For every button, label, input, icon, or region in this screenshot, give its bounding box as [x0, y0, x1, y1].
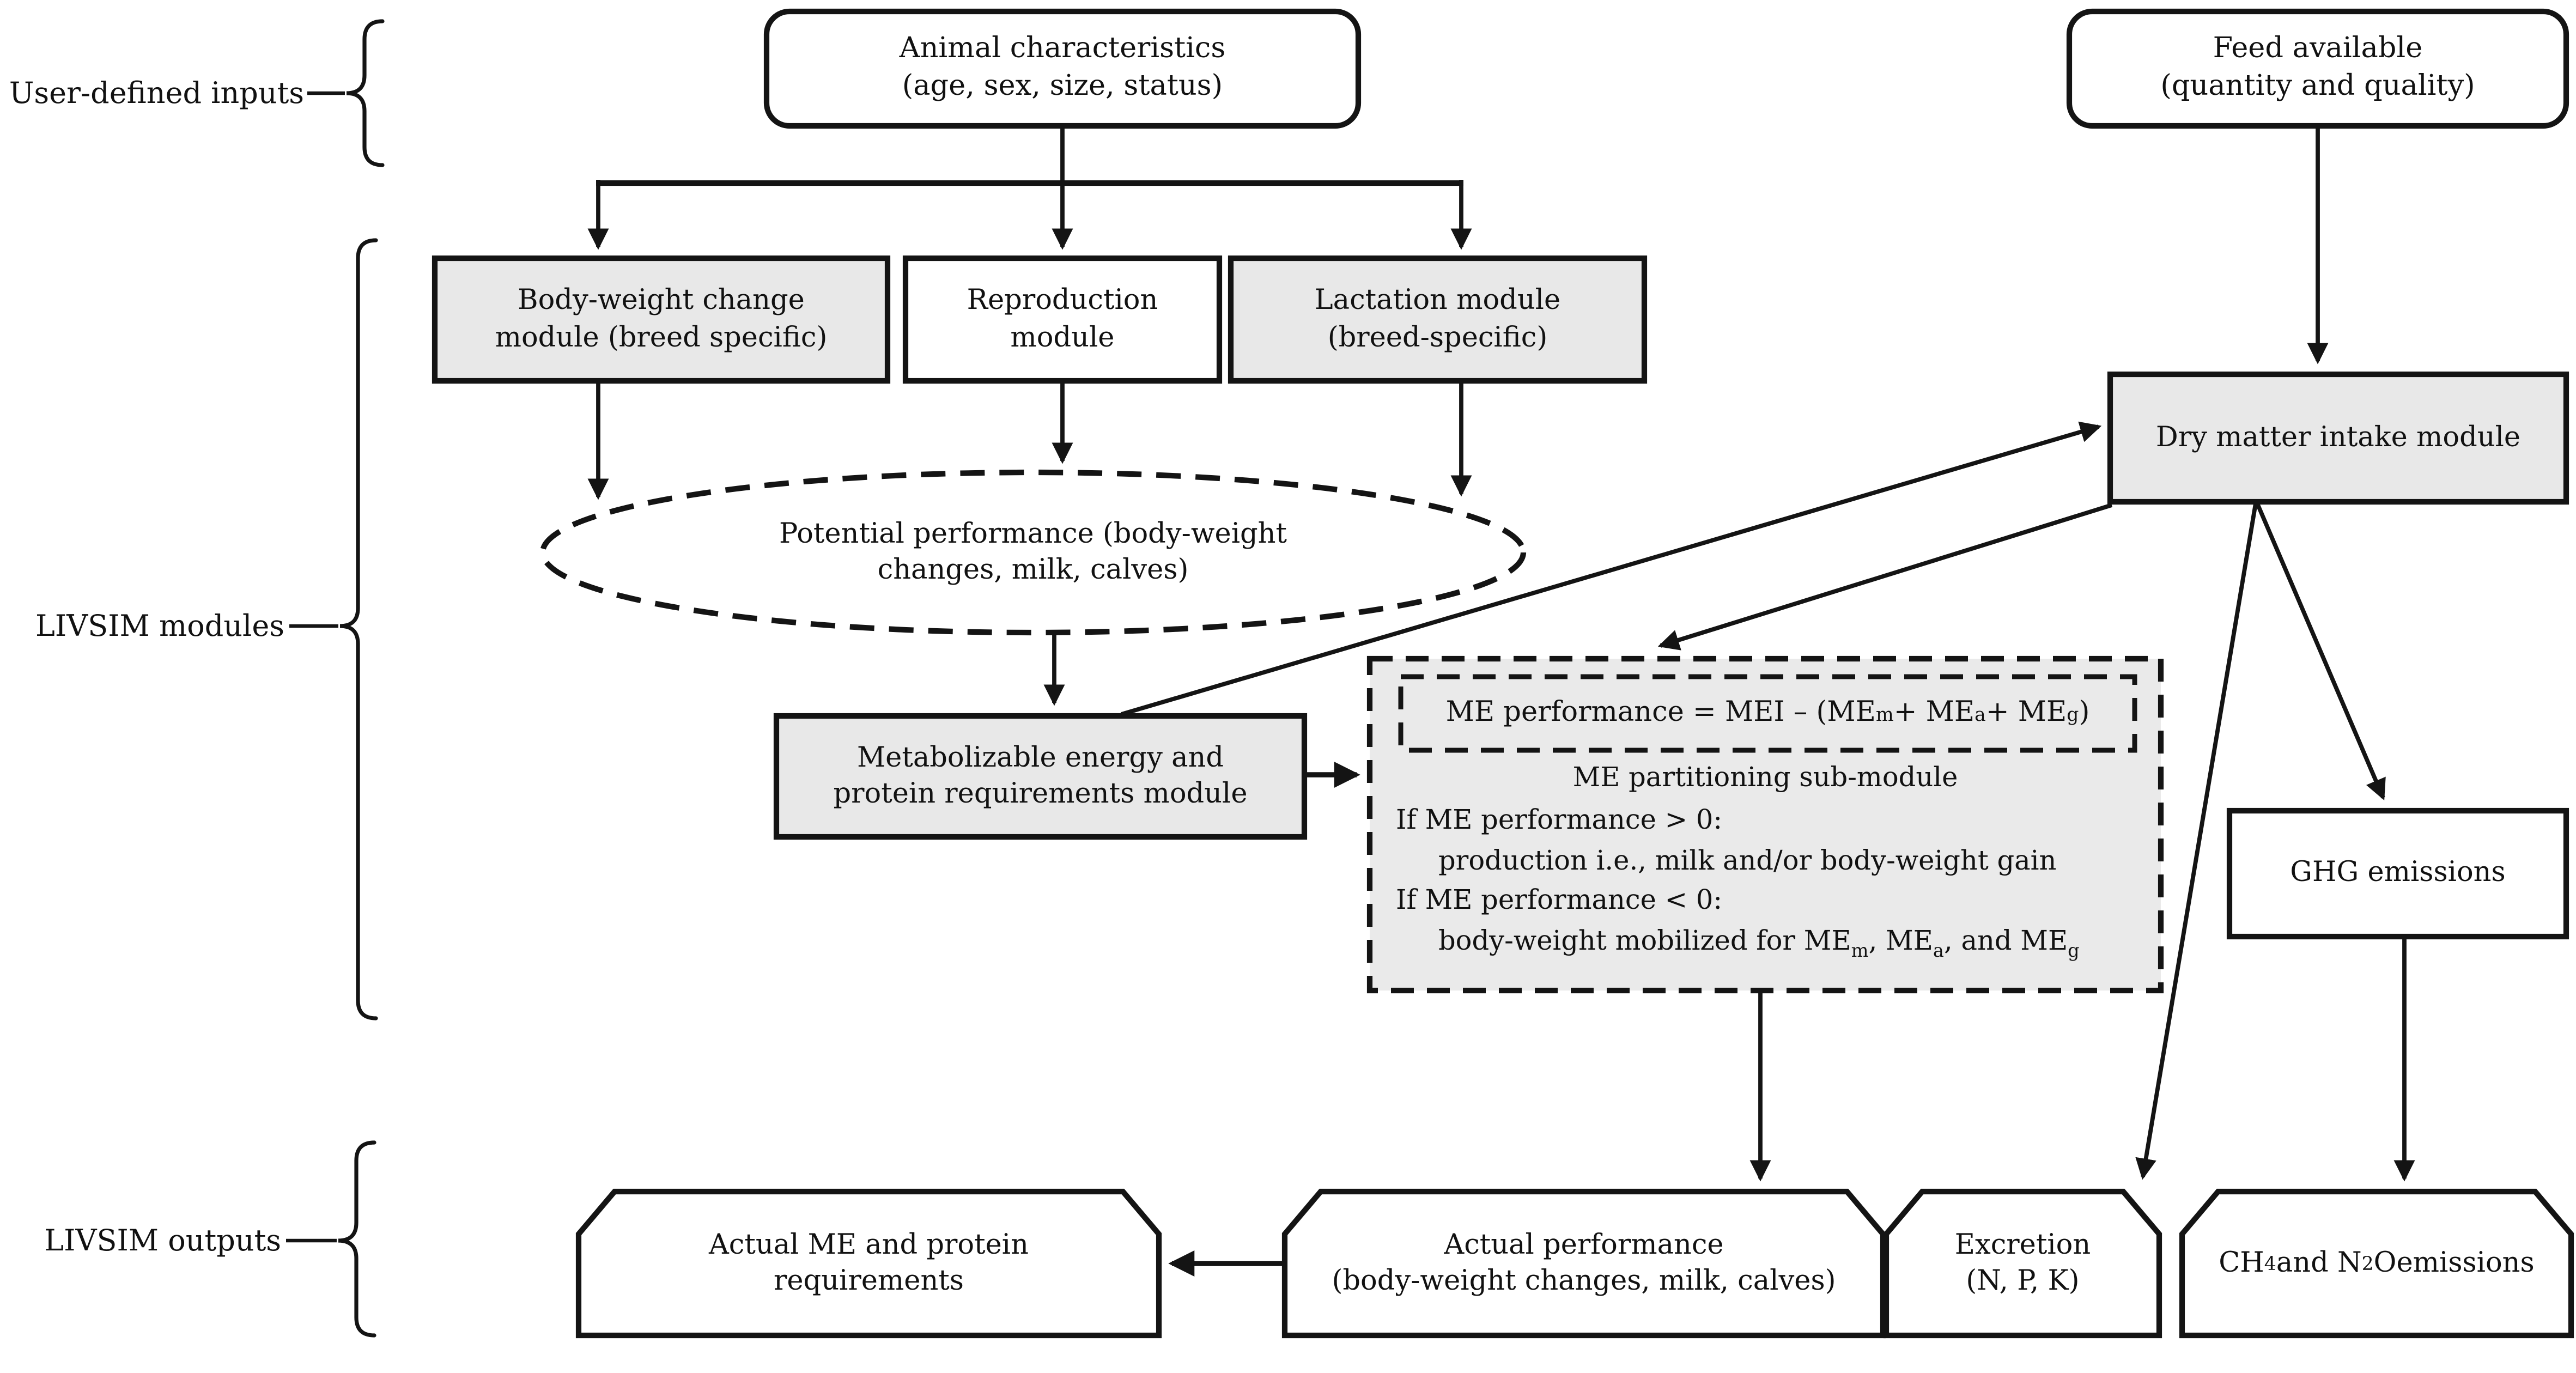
me-partitioning-dashed-shape	[1366, 655, 2164, 994]
dry-matter-intake-shape	[2107, 371, 2569, 505]
me-partitioning-condition-negative: If ME performance < 0:	[1396, 884, 1723, 916]
excretion-output-shape	[1883, 1188, 2162, 1339]
group-braces	[338, 19, 385, 1338]
me-partitioning-production: production i.e., milk and/or body-weight…	[1438, 844, 2057, 876]
group-label-user-inputs: User-defined inputs	[9, 76, 304, 111]
dry-matter-intake-label: Dry matter intake module	[2155, 421, 2521, 454]
actual-me-output-shape	[575, 1188, 1162, 1339]
reproduction-module-shape	[902, 255, 1223, 384]
lactation-module-shape	[1228, 255, 1648, 384]
animal-characteristics-shape	[763, 8, 1362, 129]
metabolizable-energy-shape	[773, 713, 1308, 840]
ghg-emissions-shape	[2226, 807, 2569, 940]
me-partitioning-mobilized: body-weight mobilized for MEm, MEa, and …	[1438, 925, 2080, 962]
node-shapes	[432, 8, 2574, 1339]
edge-me-dmi	[1120, 421, 2102, 716]
edge-dmi-ghg	[2255, 502, 2386, 801]
edge-dmi-partitioning	[1657, 503, 2113, 651]
connector-arrows	[286, 91, 2415, 1277]
actual-performance-output-label: Actual performance (body-weight changes,…	[1332, 1229, 1836, 1298]
me-formula-dashed-shape	[1398, 674, 2137, 753]
group-label-livsim-outputs: LIVSIM outputs	[44, 1223, 281, 1258]
lactation-module-label: Lactation module (breed-specific)	[1314, 285, 1561, 354]
body-weight-module-shape	[432, 255, 891, 384]
actual-me-output-label: Actual ME and protein requirements	[708, 1229, 1029, 1298]
edge-dmi-excretion	[2135, 503, 2258, 1180]
brace-user-inputs	[346, 19, 385, 167]
me-partitioning-block: ME partitioning sub-module If ME perform…	[1383, 758, 2148, 962]
me-partitioning-condition-positive: If ME performance > 0:	[1396, 804, 1723, 835]
reproduction-module-label: Reproduction module	[967, 285, 1158, 354]
potential-performance-label: Potential performance (body-weight chang…	[779, 518, 1287, 587]
brace-livsim-modules	[339, 238, 378, 1020]
body-weight-module-label: Body-weight change module (breed specifi…	[495, 285, 828, 354]
potential-performance-ellipse	[539, 469, 1527, 636]
excretion-output-label: Excretion (N, P, K)	[1954, 1229, 2091, 1298]
me-partitioning-title: ME partitioning sub-module	[1572, 762, 1958, 793]
actual-performance-output-shape	[1281, 1188, 1886, 1339]
group-label-livsim-modules: LIVSIM modules	[35, 609, 284, 643]
metabolizable-energy-label: Metabolizable energy and protein require…	[833, 742, 1248, 811]
feed-available-label: Feed available (quantity and quality)	[2160, 33, 2475, 103]
brace-livsim-outputs	[338, 1140, 376, 1338]
feed-available-shape	[2066, 8, 2569, 129]
ch4-n2o-output-shape	[2179, 1188, 2574, 1339]
ghg-emissions-label: GHG emissions	[2290, 857, 2506, 890]
animal-characteristics-label: Animal characteristics (age, sex, size, …	[899, 33, 1226, 103]
